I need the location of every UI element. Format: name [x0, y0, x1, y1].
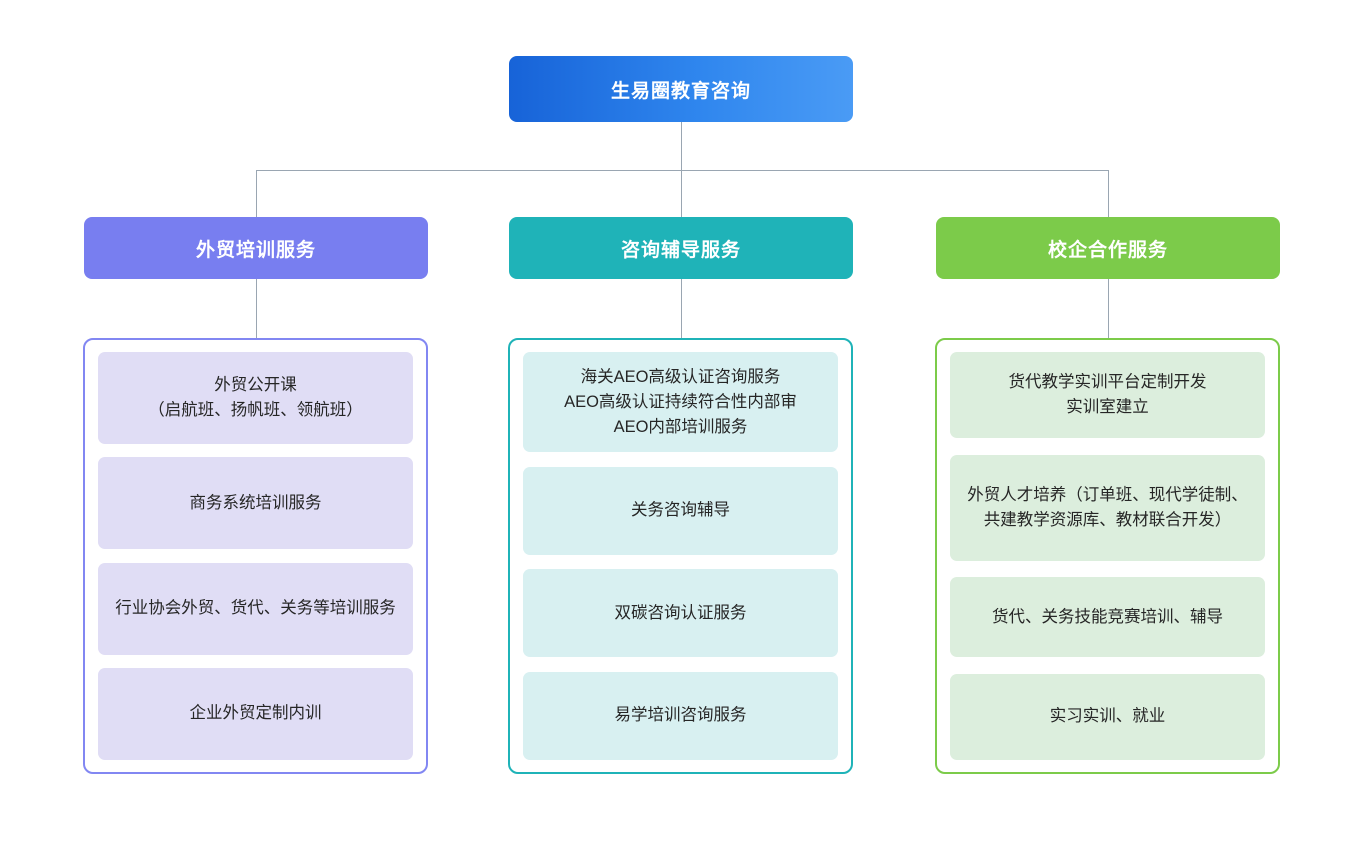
connector-horizontal-bus: [256, 170, 1109, 171]
category-panel-consulting: 海关AEO高级认证咨询服务 AEO高级认证持续符合性内部审 AEO内部培训服务 …: [508, 338, 853, 774]
service-item[interactable]: 实习实训、就业: [950, 673, 1265, 760]
connector-stem-column-2: [681, 279, 682, 339]
category-header-training[interactable]: 外贸培训服务: [84, 217, 428, 279]
root-node[interactable]: 生易圈教育咨询: [509, 56, 853, 122]
connector-root-trunk: [681, 122, 682, 171]
category-header-label: 咨询辅导服务: [620, 239, 741, 261]
root-node-label: 生易圈教育咨询: [610, 80, 751, 102]
service-item[interactable]: 海关AEO高级认证咨询服务 AEO高级认证持续符合性内部审 AEO内部培训服务: [523, 352, 838, 452]
category-header-school-enterprise[interactable]: 校企合作服务: [936, 217, 1280, 279]
service-item[interactable]: 货代教学实训平台定制开发 实训室建立: [950, 352, 1265, 438]
category-panel-school-enterprise: 货代教学实训平台定制开发 实训室建立 外贸人才培养（订单班、现代学徒制、共建教学…: [935, 338, 1280, 774]
service-item[interactable]: 双碳咨询认证服务: [523, 569, 838, 658]
service-item[interactable]: 外贸人才培养（订单班、现代学徒制、共建教学资源库、教材联合开发）: [950, 454, 1265, 561]
category-panel-training: 外贸公开课 （启航班、扬帆班、领航班） 商务系统培训服务 行业协会外贸、货代、关…: [83, 338, 428, 774]
category-header-label: 校企合作服务: [1047, 239, 1168, 261]
service-item[interactable]: 关务咨询辅导: [523, 466, 838, 555]
category-header-consulting[interactable]: 咨询辅导服务: [509, 217, 853, 279]
service-item[interactable]: 外贸公开课 （启航班、扬帆班、领航班）: [98, 352, 413, 444]
service-item[interactable]: 易学培训咨询服务: [523, 671, 838, 760]
connector-stem-column-1: [256, 279, 257, 339]
connector-stem-column-3: [1108, 279, 1109, 339]
connector-drop-column-2: [681, 170, 682, 218]
service-item[interactable]: 商务系统培训服务: [98, 457, 413, 550]
service-item[interactable]: 企业外贸定制内训: [98, 667, 413, 760]
connector-drop-column-3: [1108, 170, 1109, 218]
service-item[interactable]: 货代、关务技能竞赛培训、辅导: [950, 577, 1265, 658]
category-header-label: 外贸培训服务: [195, 239, 316, 261]
service-item[interactable]: 行业协会外贸、货代、关务等培训服务: [98, 562, 413, 655]
connector-drop-column-1: [256, 170, 257, 218]
